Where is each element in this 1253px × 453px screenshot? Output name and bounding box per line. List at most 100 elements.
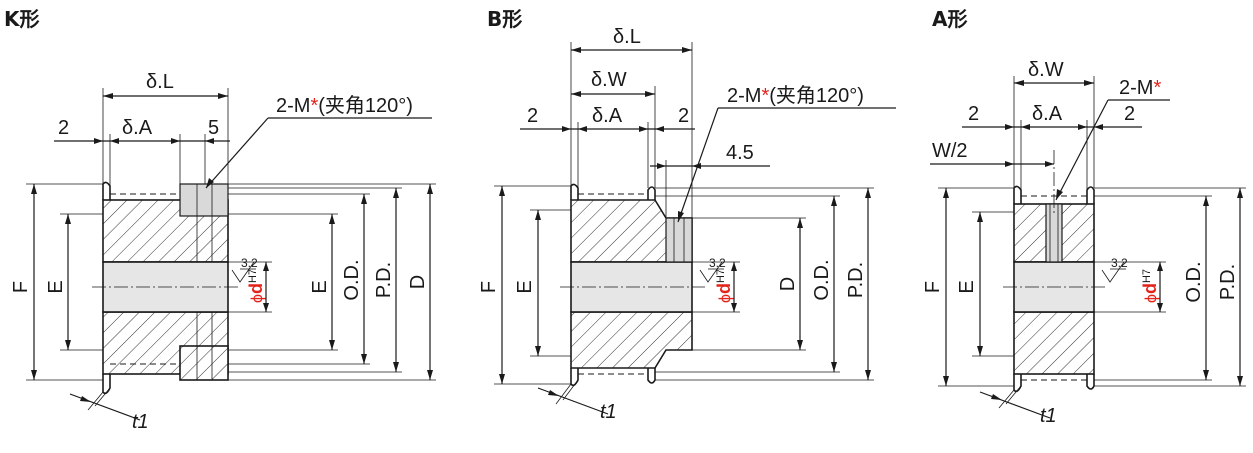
- arrow-icon: [991, 394, 1002, 400]
- k-bore-dim: ϕdH7: [246, 269, 266, 303]
- k-dim-f: F: [10, 281, 32, 293]
- arrow-icon: [831, 362, 837, 372]
- arrow-icon: [218, 93, 228, 99]
- a-dim-t1: t1: [1040, 405, 1057, 427]
- k-left-dims: F E: [10, 183, 103, 381]
- k-tap-note: 2-M*(夹角120°): [276, 94, 413, 117]
- a-dim-2-left: 2: [968, 103, 979, 125]
- a-t1-line: [979, 391, 1051, 419]
- arrow-icon: [1203, 370, 1209, 380]
- k-dim-t1: t1: [132, 411, 149, 433]
- a-t1-ext: [998, 389, 1015, 409]
- k-hub-lower: [179, 345, 229, 381]
- a-right-dims: 3.2 ϕdH7 O.D. P.D.: [1094, 187, 1246, 387]
- arrow-icon: [427, 184, 433, 194]
- b-flange-bottom-right: [647, 368, 656, 384]
- arrow-icon: [263, 262, 269, 271]
- arrow-icon: [103, 93, 113, 99]
- a-dim-f: F: [922, 281, 944, 293]
- b-dim-od: O.D.: [811, 259, 833, 300]
- arrow-icon: [1203, 196, 1209, 206]
- arrow-icon: [977, 212, 983, 222]
- arrow-icon: [31, 184, 37, 194]
- b-tap-leader: [677, 107, 719, 223]
- b-dim-w: δ.W: [591, 69, 627, 91]
- arrow-icon: [65, 340, 71, 350]
- arrow-icon: [1056, 189, 1063, 200]
- k-tap-leader: [205, 117, 269, 189]
- arrow-icon: [329, 340, 335, 350]
- a-dim-w2: W/2: [932, 140, 968, 162]
- arrow-icon: [639, 126, 648, 132]
- arrow-icon: [865, 188, 871, 198]
- b-tap-note: 2-M*(夹角120°): [727, 84, 864, 107]
- b-bore-dim: ϕdH7: [714, 269, 734, 303]
- k-t1-ext: [94, 387, 111, 407]
- b-dim-f: F: [478, 281, 500, 293]
- k-dim-e-left: E: [45, 280, 67, 293]
- b-type-diagram: B形 δ.L δ.W: [478, 7, 896, 423]
- k-dim-pd: P.D.: [373, 262, 395, 298]
- a-bore-dim: ϕdH7: [1140, 269, 1160, 303]
- a-dim-w: δ.W: [1028, 59, 1064, 81]
- arrow-icon: [1021, 124, 1030, 130]
- k-dim-e-right: E: [309, 280, 331, 293]
- k-t1-line: [69, 393, 141, 421]
- a-flange-bottom-right: [1086, 374, 1095, 390]
- arrow-icon: [797, 218, 803, 228]
- b-roughness: 3.2: [709, 256, 726, 270]
- a-top-dims: δ.W 2 δ.A 2 W/2 2-M*: [930, 59, 1170, 201]
- a-flange-bottom-left: [1013, 374, 1022, 393]
- a-lower-body: [1013, 311, 1095, 375]
- a-roughness: 3.2: [1111, 256, 1128, 270]
- b-lower-body: [570, 311, 693, 369]
- arrow-icon: [171, 138, 180, 144]
- arrow-icon: [1237, 188, 1243, 198]
- k-t1-dim: t1: [69, 387, 149, 433]
- a-flange-top-left: [1013, 185, 1022, 204]
- k-flange-top: [102, 181, 111, 200]
- a-t1-ext: [1005, 385, 1022, 405]
- a-tap-leader: [1055, 99, 1109, 201]
- arrow-icon: [80, 396, 91, 402]
- b-t1-ext: [562, 379, 579, 401]
- arrow-icon: [329, 214, 335, 224]
- arrow-icon: [535, 210, 541, 220]
- arrow-icon: [65, 214, 71, 224]
- arrow-icon: [943, 188, 949, 198]
- arrow-icon: [1014, 80, 1024, 86]
- b-flange-top-left: [570, 183, 579, 200]
- a-left-dims: F E: [922, 187, 1014, 387]
- k-type-title: K形: [4, 7, 40, 31]
- arrow-icon: [682, 47, 692, 53]
- arrow-icon: [31, 370, 37, 380]
- b-dim-t1: t1: [600, 401, 617, 423]
- arrow-icon: [562, 126, 571, 132]
- arrow-icon: [571, 47, 581, 53]
- b-left-dims: F E: [478, 185, 571, 385]
- arrow-icon: [427, 370, 433, 380]
- a-t1-dim: t1: [979, 385, 1057, 427]
- arrow-icon: [263, 303, 269, 312]
- b-dim-d: D: [777, 277, 799, 291]
- arrow-icon: [393, 362, 399, 372]
- k-right-dims: 3.2 ϕdH7 E O.D. P.D.: [228, 183, 436, 381]
- arrow-icon: [657, 163, 666, 169]
- k-top-dims: δ.L 2 δ.A 5 2-M*(夹角120°): [54, 71, 432, 189]
- k-dim-a: δ.A: [122, 117, 153, 139]
- b-dim-a: δ.A: [592, 105, 623, 127]
- arrow-icon: [943, 376, 949, 386]
- arrow-icon: [731, 303, 737, 312]
- b-t1-dim: t1: [537, 379, 617, 423]
- arrow-icon: [1237, 376, 1243, 386]
- k-dim-d: D: [407, 275, 429, 289]
- k-dim-2: 2: [58, 117, 69, 139]
- b-top-dims: δ.L δ.W 2 δ.A 2 4.5 2-M*(夹角120°): [520, 26, 896, 223]
- arrow-icon: [1157, 262, 1163, 271]
- a-dim-od: O.D.: [1183, 261, 1205, 302]
- b-t1-line: [537, 387, 609, 415]
- b-flange-bottom-left: [570, 368, 579, 387]
- b-pulley-section: [560, 183, 705, 387]
- b-dim-pd: P.D.: [845, 262, 867, 298]
